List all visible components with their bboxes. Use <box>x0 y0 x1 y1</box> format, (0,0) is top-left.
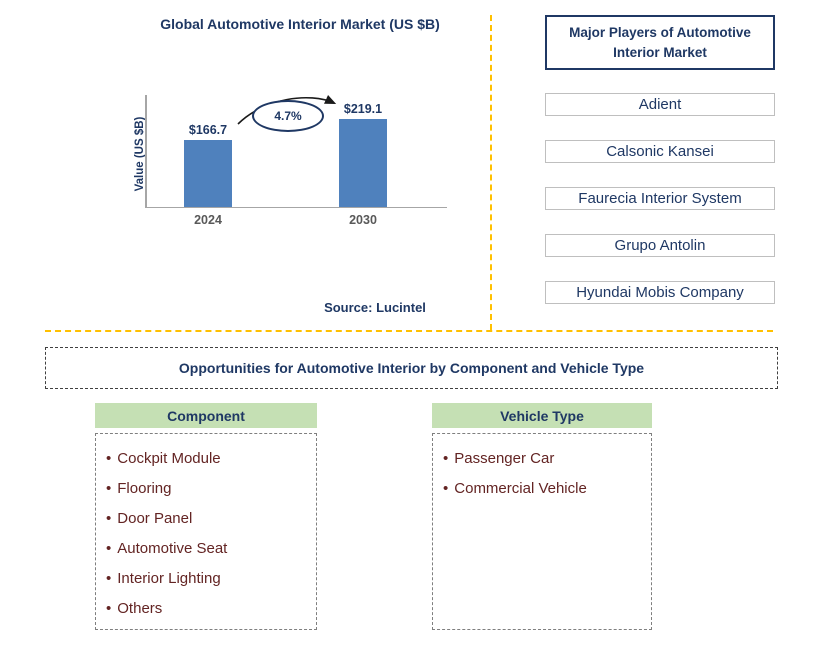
list-item-label: Interior Lighting <box>117 570 221 587</box>
list-item-label: Flooring <box>117 480 172 497</box>
list-item: • Interior Lighting <box>106 564 306 594</box>
component-column: Component • Cockpit Module • Flooring • Doo… <box>95 403 317 630</box>
y-axis-line <box>145 95 147 207</box>
list-item: • Commercial Vehicle <box>443 474 641 504</box>
opportunities-banner: Opportunities for Automotive Interior by… <box>45 347 778 389</box>
list-item: • Automotive Seat <box>106 534 306 564</box>
bar-2024: $166.7 <box>183 123 233 207</box>
player-item: Adient <box>545 93 775 117</box>
bullet-icon: • <box>106 510 112 527</box>
vehicle-type-header: Vehicle Type <box>432 403 652 428</box>
player-item: Calsonic Kansei <box>545 140 775 164</box>
horizontal-divider <box>45 330 773 332</box>
bullet-icon: • <box>106 570 112 587</box>
x-tick-2024: 2024 <box>194 213 222 227</box>
list-item-label: Cockpit Module <box>117 450 221 467</box>
bar-2030-rect <box>339 119 387 207</box>
list-item: • Cockpit Module <box>106 444 306 474</box>
component-header: Component <box>95 403 317 428</box>
market-chart-panel: Global Automotive Interior Market (US $B… <box>45 10 490 330</box>
bullet-icon: • <box>106 540 112 557</box>
player-item: Grupo Antolin <box>545 234 775 258</box>
list-item-label: Others <box>117 600 163 617</box>
bar-2030-value-label: $219.1 <box>343 102 383 116</box>
list-item-label: Automotive Seat <box>117 540 228 557</box>
bar-2030: $219.1 <box>338 102 388 207</box>
bullet-icon: • <box>106 480 112 497</box>
major-players-panel: Major Players of Automotive Interior Mar… <box>545 15 775 328</box>
vehicle-type-list: • Passenger Car • Commercial Vehicle <box>432 433 652 630</box>
bar-2024-rect <box>184 140 232 207</box>
major-players-title: Major Players of Automotive Interior Mar… <box>545 15 775 71</box>
list-item-label: Commercial Vehicle <box>454 480 587 497</box>
bar-2024-value-label: $166.7 <box>188 123 228 137</box>
vehicle-type-column: Vehicle Type • Passenger Car • Commercial … <box>432 403 652 630</box>
bullet-icon: • <box>443 480 449 497</box>
bullet-icon: • <box>106 600 112 617</box>
vertical-divider <box>490 15 492 330</box>
chart-plot-area: $166.7 $219.1 <box>145 40 447 208</box>
player-item: Hyundai Mobis Company <box>545 281 775 305</box>
bullet-icon: • <box>106 450 112 467</box>
x-tick-2030: 2030 <box>349 213 377 227</box>
list-item-label: Door Panel <box>117 510 193 527</box>
source-note: Source: Lucintel <box>324 300 426 315</box>
growth-rate-badge: 4.7% <box>252 100 324 132</box>
list-item: • Door Panel <box>106 504 306 534</box>
list-item: • Flooring <box>106 474 306 504</box>
bullet-icon: • <box>443 450 449 467</box>
player-item: Faurecia Interior System <box>545 187 775 211</box>
list-item: • Passenger Car <box>443 444 641 474</box>
list-item: • Others <box>106 594 306 624</box>
chart-title: Global Automotive Interior Market (US $B… <box>160 16 440 32</box>
major-players-list: Adient Calsonic Kansei Faurecia Interior… <box>545 93 775 305</box>
list-item-label: Passenger Car <box>454 450 555 467</box>
component-list: • Cockpit Module • Flooring • Door Panel • A… <box>95 433 317 630</box>
